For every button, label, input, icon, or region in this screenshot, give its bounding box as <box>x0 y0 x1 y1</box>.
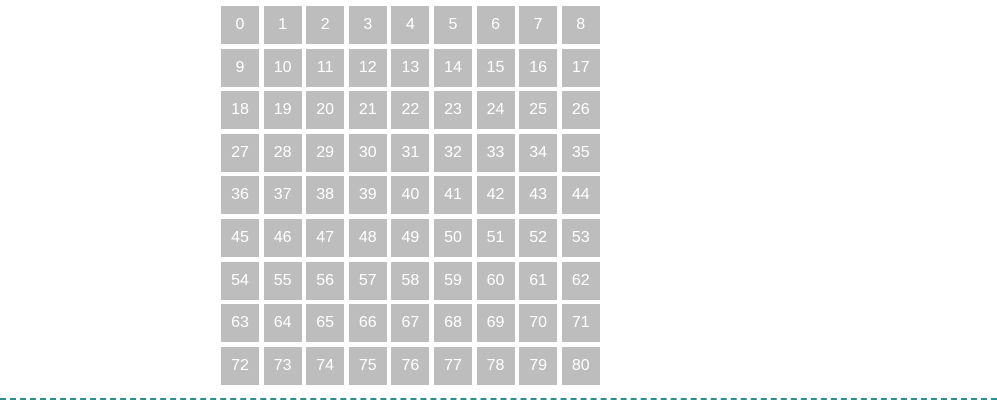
grid-cell[interactable]: 49 <box>391 218 430 257</box>
grid-cell[interactable]: 57 <box>348 261 387 300</box>
grid-cell[interactable]: 8 <box>561 6 600 44</box>
grid-cell[interactable]: 68 <box>433 304 472 343</box>
grid-cell[interactable]: 20 <box>306 91 345 130</box>
grid-cell[interactable]: 27 <box>221 133 259 172</box>
grid-cell[interactable]: 32 <box>433 133 472 172</box>
grid-cell[interactable]: 23 <box>433 91 472 130</box>
grid-cell[interactable]: 75 <box>348 346 387 385</box>
grid-cell[interactable]: 50 <box>433 218 472 257</box>
grid-cell[interactable]: 54 <box>221 261 259 300</box>
grid-cell[interactable]: 16 <box>519 48 558 87</box>
grid-cell[interactable]: 31 <box>391 133 430 172</box>
grid-cell[interactable]: 14 <box>433 48 472 87</box>
grid-cell[interactable]: 11 <box>306 48 345 87</box>
grid-cell[interactable]: 46 <box>263 218 302 257</box>
grid-cell[interactable]: 63 <box>221 304 259 343</box>
grid-cell[interactable]: 59 <box>433 261 472 300</box>
grid-cell[interactable]: 69 <box>476 304 515 343</box>
grid-cell[interactable]: 6 <box>476 6 515 44</box>
grid-cell[interactable]: 61 <box>519 261 558 300</box>
grid-cell[interactable]: 51 <box>476 218 515 257</box>
grid-cell[interactable]: 47 <box>306 218 345 257</box>
grid-cell[interactable]: 55 <box>263 261 302 300</box>
grid-cell[interactable]: 36 <box>221 176 259 215</box>
grid-cell[interactable]: 1 <box>263 6 302 44</box>
grid-cell[interactable]: 52 <box>519 218 558 257</box>
grid-cell[interactable]: 53 <box>561 218 600 257</box>
grid-cell[interactable]: 58 <box>391 261 430 300</box>
grid-cell[interactable]: 2 <box>306 6 345 44</box>
grid-cell[interactable]: 60 <box>476 261 515 300</box>
grid-cell[interactable]: 4 <box>391 6 430 44</box>
grid-cell[interactable]: 78 <box>476 346 515 385</box>
grid-cell[interactable]: 29 <box>306 133 345 172</box>
grid-cell[interactable]: 7 <box>519 6 558 44</box>
grid-cell[interactable]: 45 <box>221 218 259 257</box>
grid-cell[interactable]: 21 <box>348 91 387 130</box>
grid-cell[interactable]: 70 <box>519 304 558 343</box>
grid-cell[interactable]: 37 <box>263 176 302 215</box>
grid-cell[interactable]: 41 <box>433 176 472 215</box>
grid-cell[interactable]: 24 <box>476 91 515 130</box>
grid-cell[interactable]: 9 <box>221 48 259 87</box>
grid-cell[interactable]: 13 <box>391 48 430 87</box>
grid-cell[interactable]: 17 <box>561 48 600 87</box>
grid-cell[interactable]: 65 <box>306 304 345 343</box>
grid-cell[interactable]: 15 <box>476 48 515 87</box>
grid-cell[interactable]: 38 <box>306 176 345 215</box>
grid-cell[interactable]: 12 <box>348 48 387 87</box>
grid-cell[interactable]: 77 <box>433 346 472 385</box>
grid-cell[interactable]: 44 <box>561 176 600 215</box>
grid-cell[interactable]: 67 <box>391 304 430 343</box>
grid-cell[interactable]: 25 <box>519 91 558 130</box>
dashed-divider <box>0 398 997 400</box>
grid-cell[interactable]: 42 <box>476 176 515 215</box>
grid-cell[interactable]: 35 <box>561 133 600 172</box>
grid-cell[interactable]: 66 <box>348 304 387 343</box>
grid-cell[interactable]: 73 <box>263 346 302 385</box>
grid-cell[interactable]: 56 <box>306 261 345 300</box>
grid-cell[interactable]: 40 <box>391 176 430 215</box>
grid-cell[interactable]: 80 <box>561 346 600 385</box>
grid-cell[interactable]: 33 <box>476 133 515 172</box>
grid-cell[interactable]: 76 <box>391 346 430 385</box>
grid-cell[interactable]: 71 <box>561 304 600 343</box>
grid-cell[interactable]: 26 <box>561 91 600 130</box>
grid-cell[interactable]: 28 <box>263 133 302 172</box>
grid-cell[interactable]: 0 <box>221 6 259 44</box>
grid-cell[interactable]: 79 <box>519 346 558 385</box>
grid-cell[interactable]: 39 <box>348 176 387 215</box>
grid-cell[interactable]: 19 <box>263 91 302 130</box>
grid-cell[interactable]: 10 <box>263 48 302 87</box>
grid-cell[interactable]: 34 <box>519 133 558 172</box>
grid-cell[interactable]: 18 <box>221 91 259 130</box>
grid-cell[interactable]: 30 <box>348 133 387 172</box>
grid-cell[interactable]: 74 <box>306 346 345 385</box>
grid-cell[interactable]: 62 <box>561 261 600 300</box>
grid-cell[interactable]: 72 <box>221 346 259 385</box>
grid-cell[interactable]: 3 <box>348 6 387 44</box>
grid-cell[interactable]: 48 <box>348 218 387 257</box>
grid-cell[interactable]: 22 <box>391 91 430 130</box>
grid-cell[interactable]: 64 <box>263 304 302 343</box>
grid-cell[interactable]: 5 <box>433 6 472 44</box>
grid-cell[interactable]: 43 <box>519 176 558 215</box>
